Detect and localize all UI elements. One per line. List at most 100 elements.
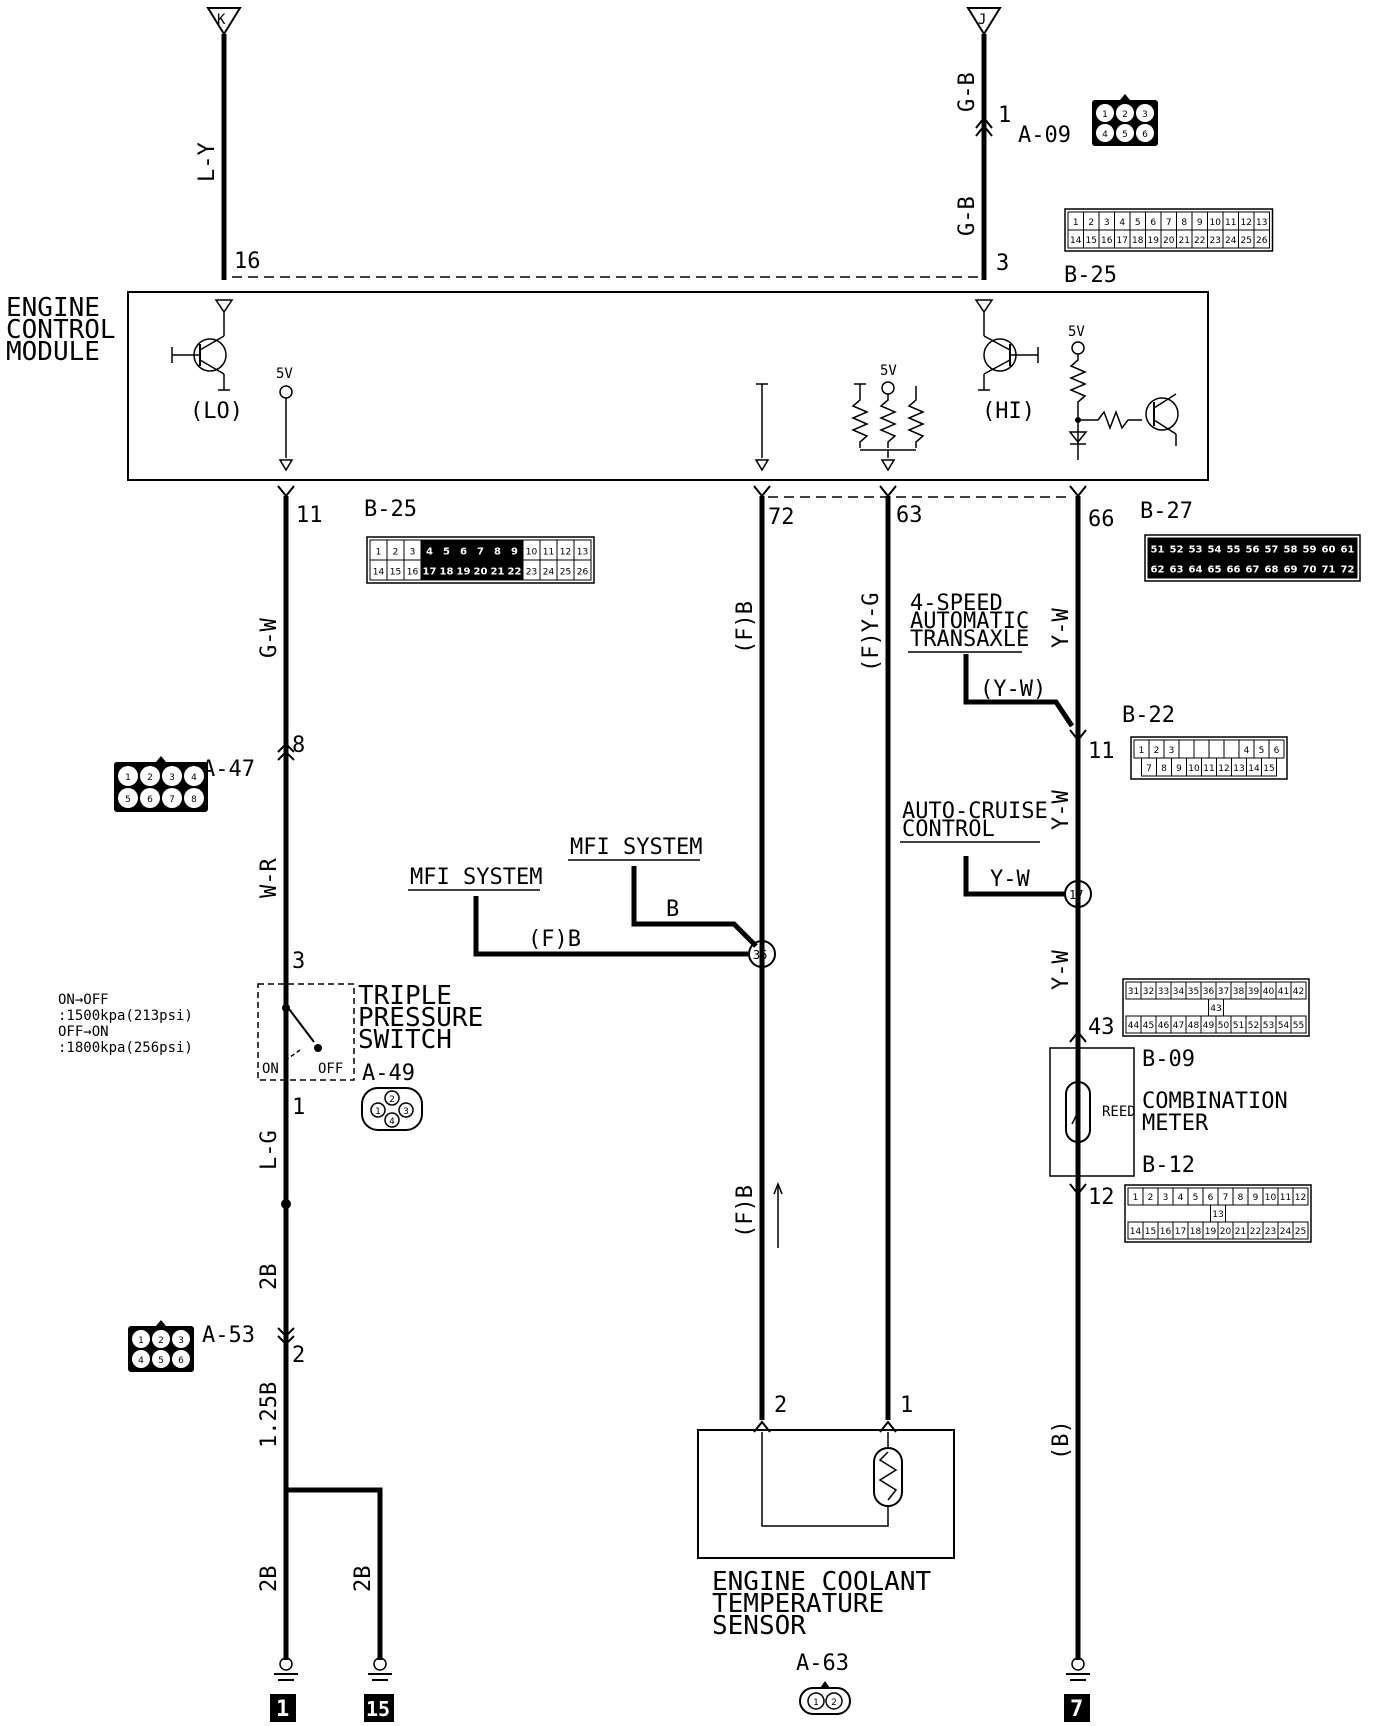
connector-cavity bbox=[118, 766, 138, 786]
connector-cavity bbox=[573, 559, 592, 581]
connector-cavity bbox=[1290, 1015, 1307, 1034]
connector-cavity bbox=[807, 1692, 825, 1710]
connector-pin-label: 10 bbox=[526, 547, 538, 557]
connector-pin-label: 7 bbox=[477, 546, 484, 557]
wire-label-2b-left: 2B bbox=[257, 1566, 282, 1593]
connector-pin-label: 50 bbox=[1218, 1021, 1230, 1031]
connector-pin-label: 7 bbox=[169, 795, 175, 805]
connector-j-label: J bbox=[978, 12, 986, 28]
connector-pin-label: 47 bbox=[1173, 1021, 1184, 1031]
connector-pin-label: 2 bbox=[158, 1336, 164, 1346]
junction-35 bbox=[748, 940, 776, 968]
connector-cavity bbox=[1096, 124, 1114, 142]
connector-pin-label: 6 bbox=[1274, 746, 1280, 756]
connector-pin-label: 72 bbox=[1341, 564, 1355, 575]
input-arrow-icon bbox=[278, 459, 294, 472]
connector-pin-label: 14 bbox=[1130, 1227, 1142, 1237]
ground-badge-1 bbox=[270, 1694, 296, 1722]
connector-latch-icon bbox=[1120, 94, 1130, 100]
combination-meter-box bbox=[1049, 1047, 1135, 1177]
connector-pin-label: 19 bbox=[1205, 1227, 1217, 1237]
connector-latch-icon bbox=[156, 1320, 166, 1326]
junction-17 bbox=[1064, 880, 1092, 908]
wire-label-fb1: (F)B bbox=[733, 601, 758, 654]
sensor-label: ENGINE COOLANT TEMPERATURE SENSOR bbox=[712, 1567, 947, 1641]
connector-pin-label: 5 bbox=[158, 1356, 164, 1366]
connector-j: J bbox=[966, 7, 1002, 36]
connector-pin-label: 1 bbox=[138, 1336, 144, 1346]
pin-1-a09: 1 bbox=[998, 103, 1011, 128]
connector-pin-label: 23 bbox=[1265, 1227, 1276, 1237]
connector-pin-label: 3 bbox=[169, 773, 175, 783]
connector-pin-label: 19 bbox=[1148, 236, 1160, 246]
connector-pin-label: 31 bbox=[1128, 987, 1139, 997]
wire-mfi-fb bbox=[473, 896, 748, 957]
lo-transistor-icon bbox=[171, 299, 234, 391]
connector-pin-label: 36 bbox=[1203, 987, 1215, 997]
connector-pin-label: 16 bbox=[1160, 1227, 1172, 1237]
pin-3-switch: 3 bbox=[292, 949, 305, 974]
meter-label: COMBINATION METER bbox=[1142, 1089, 1301, 1136]
connector-cavity bbox=[1253, 229, 1270, 249]
connector-cavity bbox=[1261, 757, 1277, 777]
ground-icon-7 bbox=[1066, 1657, 1090, 1681]
wire-label-fb-mfi: (F)B bbox=[528, 927, 581, 952]
connector-pin-label: 1 bbox=[813, 1698, 819, 1708]
pin-63: 63 bbox=[896, 503, 923, 528]
connector-pin-label: 4 bbox=[191, 773, 197, 783]
connector-pin-label: 22 bbox=[1250, 1227, 1261, 1237]
connector-pin-label: 4 bbox=[138, 1356, 144, 1366]
connector-cavity bbox=[1136, 124, 1154, 142]
ground-icon-15 bbox=[368, 1657, 392, 1681]
connector-pin-label: 21 bbox=[1235, 1227, 1246, 1237]
connector-cavity bbox=[1116, 104, 1134, 122]
connector-pin-label: 4 bbox=[426, 546, 433, 557]
connector-pin-label: 6 bbox=[460, 546, 467, 557]
connector-pin-label: 15 bbox=[1145, 1227, 1156, 1237]
switch-contact-icon bbox=[285, 1004, 315, 1043]
wire-cruise bbox=[963, 856, 1066, 897]
ects-box bbox=[697, 1429, 955, 1559]
connector-pin-label: 70 bbox=[1303, 564, 1317, 575]
connector-pin-label: 8 bbox=[494, 546, 501, 557]
pin-arrow-72 bbox=[753, 485, 771, 498]
connector-cavity bbox=[132, 1350, 150, 1368]
connector-pin-label: 56 bbox=[1246, 544, 1260, 555]
pin-8: 8 bbox=[292, 733, 305, 758]
connector-pin-label: 65 bbox=[1208, 564, 1222, 575]
ecm-title: ENGINE CONTROL MODULE bbox=[6, 293, 131, 367]
a53-terminal-icon bbox=[277, 1327, 295, 1346]
connector-pin-label: 53 bbox=[1263, 1021, 1274, 1031]
connector-pin-label: 63 bbox=[1170, 564, 1184, 575]
connector-pin-label: 23 bbox=[526, 567, 537, 577]
connector-pin-label: 2 bbox=[831, 1698, 837, 1708]
connector-pin-label: 12 bbox=[560, 547, 571, 557]
connector-pin-label: 58 bbox=[1284, 544, 1298, 555]
connector-pin-label: 24 bbox=[1280, 1227, 1292, 1237]
switch-label: TRIPLE PRESSURE SWITCH bbox=[358, 981, 499, 1055]
connector-pin-label: 5 bbox=[125, 795, 131, 805]
connector-pin-label: 38 bbox=[1233, 987, 1245, 997]
mfi-system-label-2: MFI SYSTEM bbox=[410, 865, 542, 890]
resistor-network-icon: 5V bbox=[851, 363, 925, 472]
connector-cavity bbox=[1193, 739, 1210, 759]
connector-id-a49: A-49 bbox=[362, 1061, 415, 1086]
connector-pin-label: 37 bbox=[1218, 987, 1229, 997]
connector-pin-label: 22 bbox=[508, 566, 522, 577]
connector-pin-label: 1 bbox=[1133, 1193, 1139, 1203]
connector-pin-label: 52 bbox=[1170, 544, 1184, 555]
connector-k: K bbox=[206, 7, 242, 36]
pin-1-ects: 1 bbox=[900, 1393, 913, 1418]
connector-pin-label: 61 bbox=[1341, 544, 1355, 555]
connector-pin-label: 12 bbox=[1241, 218, 1252, 228]
connector-pin-label: 13 bbox=[1233, 764, 1244, 774]
connector-pin-label: 7 bbox=[1146, 764, 1152, 774]
connector-pin-label: 9 bbox=[1197, 218, 1203, 228]
wire-label-ly: L-Y bbox=[195, 142, 220, 182]
connector-pin-label: 68 bbox=[1265, 564, 1279, 575]
connector-id-b22: B-22 bbox=[1122, 703, 1175, 728]
connector-pin-label: 3 bbox=[1142, 110, 1148, 120]
